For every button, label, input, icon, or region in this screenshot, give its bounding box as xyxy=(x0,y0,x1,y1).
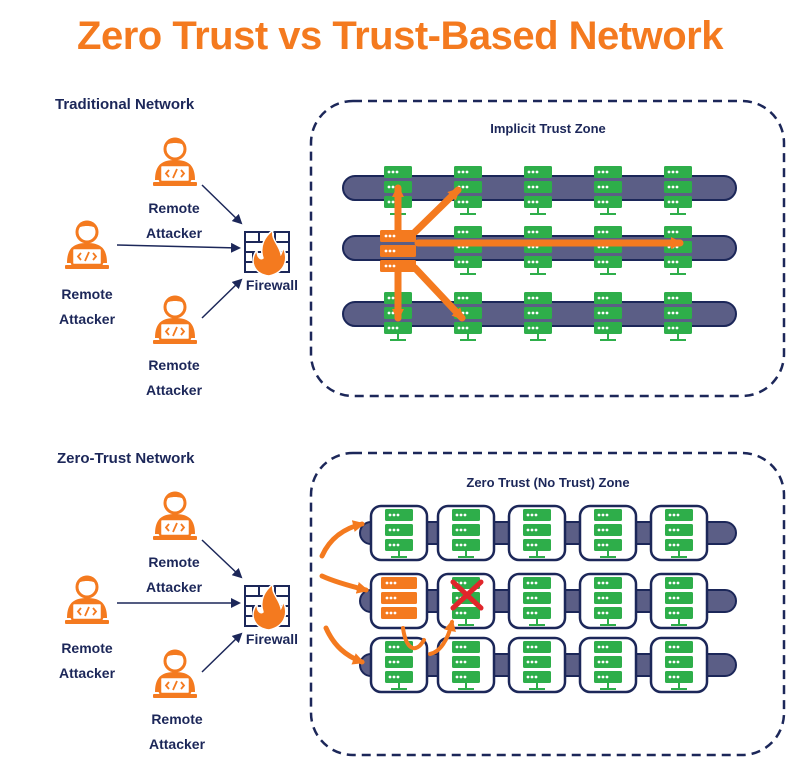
remote-attacker-icon xyxy=(151,648,199,700)
remote-attacker-icon xyxy=(151,136,199,188)
implicit-trust-zone-border xyxy=(309,99,786,398)
compromised-server-icon xyxy=(380,230,416,272)
implicit-trust-zone-title: Implicit Trust Zone xyxy=(490,121,606,136)
firewall-icon xyxy=(244,229,290,277)
remote-attacker-icon xyxy=(151,490,199,542)
firewall-label: Firewall xyxy=(245,631,299,647)
attack-arrow xyxy=(201,184,243,225)
zero-trust-network-heading: Zero-Trust Network xyxy=(57,450,195,467)
firewall-label: Firewall xyxy=(245,277,299,293)
traditional-network-section xyxy=(63,99,786,398)
attack-arrow xyxy=(201,632,243,673)
zero-trust-zone-title: Zero Trust (No Trust) Zone xyxy=(466,475,630,490)
attack-arrow xyxy=(116,242,241,253)
firewall-icon xyxy=(244,583,290,631)
attack-arrow xyxy=(201,278,243,319)
blocked-access-arrows xyxy=(319,520,456,665)
remote-attacker-icon xyxy=(63,574,111,626)
compromised-server-icon xyxy=(381,577,417,619)
traditional-network-heading: Traditional Network xyxy=(55,96,195,113)
remote-attacker-icon xyxy=(151,294,199,346)
zero-trust-zone-border xyxy=(309,451,786,757)
remote-attacker-icon xyxy=(63,219,111,271)
segmented-server-grid xyxy=(369,506,707,692)
access-denied-icon xyxy=(450,579,484,611)
attack-arrow xyxy=(201,539,243,579)
zero-trust-network-section xyxy=(63,451,786,757)
page-title: Zero Trust vs Trust-Based Network xyxy=(77,14,723,58)
lateral-movement-arrows xyxy=(392,184,684,322)
